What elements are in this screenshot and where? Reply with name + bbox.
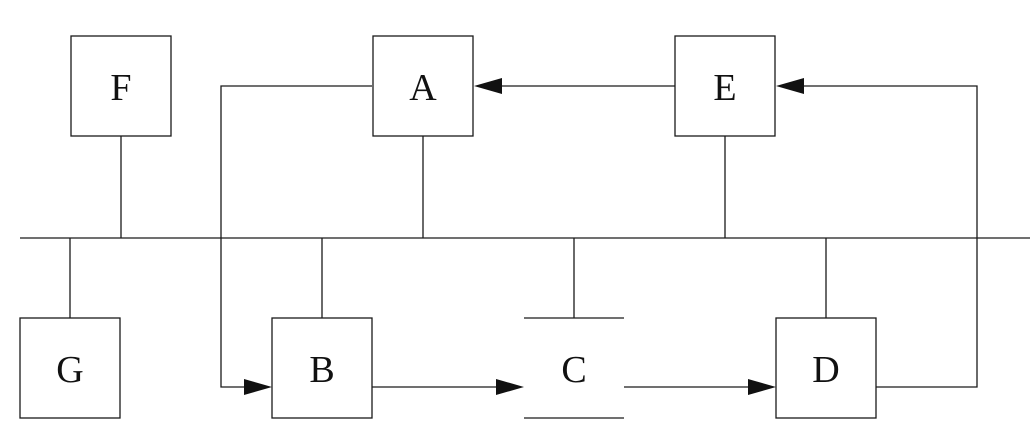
node-D-box [775,317,877,419]
node-A: A [372,35,474,137]
node-D: D [775,317,877,419]
arrowhead-into-A [474,78,502,94]
node-C-label: C [561,349,586,391]
node-C: C [524,317,624,419]
arrowhead-into-D [748,379,776,395]
connector-A-to-B [220,85,372,388]
node-F: F [70,35,172,137]
node-A-label: A [409,67,437,109]
arrowhead-into-B [244,379,272,395]
node-B-label: B [309,349,334,391]
connector-D-to-E [798,85,978,388]
node-G: G [19,317,121,419]
arrowhead-into-E [776,78,804,94]
node-F-box [70,35,172,137]
node-G-box [19,317,121,419]
arrowhead-into-C [496,379,524,395]
node-F-label: F [110,67,131,109]
node-B: B [271,317,373,419]
node-E: E [674,35,776,137]
node-B-box [271,317,373,419]
node-E-box [674,35,776,137]
node-G-label: G [56,349,83,391]
node-D-label: D [812,349,839,391]
node-E-label: E [713,67,736,109]
node-A-box [372,35,474,137]
node-C-area [524,318,624,418]
